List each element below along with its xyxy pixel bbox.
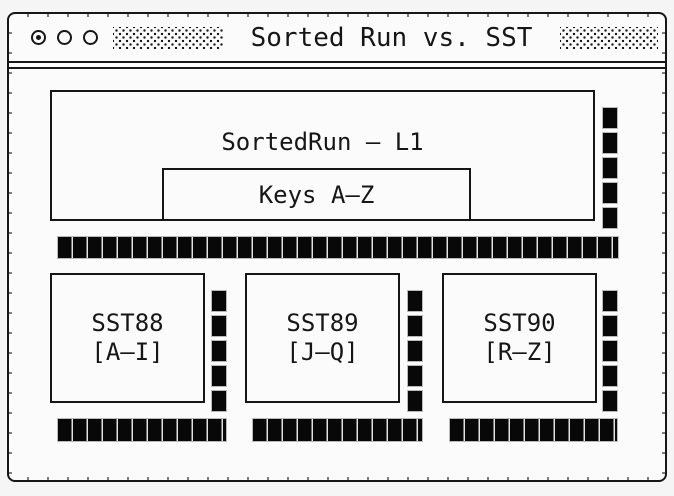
titlebar-dither-texture-left <box>113 27 223 49</box>
sst89-node: SST89 [J–Q] <box>245 273 400 403</box>
sortedrun-shadow-row <box>58 237 618 258</box>
titlebar: Sorted Run vs. SST <box>9 14 665 63</box>
window-control-circle-icon[interactable] <box>83 30 98 45</box>
keys-label: Keys A–Z <box>258 180 375 209</box>
sst90-shadow-row <box>450 419 617 441</box>
sst89-shadow-column <box>408 291 422 411</box>
sst88-range: [A–I] <box>91 338 164 366</box>
window: Sorted Run vs. SST SortedRun – L1 Keys A… <box>7 12 667 482</box>
sst90-shadow-column <box>603 291 617 411</box>
keys-node: Keys A–Z <box>162 168 471 221</box>
sst88-shadow-row <box>58 419 226 441</box>
sst88-node: SST88 [A–I] <box>50 273 205 403</box>
window-controls <box>31 14 98 61</box>
sst90-name: SST90 <box>483 309 556 337</box>
sst88-shadow-column <box>212 291 226 411</box>
titlebar-dither-texture-right <box>560 27 658 49</box>
sst88-name: SST88 <box>91 309 164 337</box>
sortedrun-label: SortedRun – L1 <box>221 128 424 156</box>
circle-dot <box>36 35 41 40</box>
window-control-circle-icon[interactable] <box>57 30 72 45</box>
sst89-name: SST89 <box>286 309 359 337</box>
sst89-range: [J–Q] <box>286 338 359 366</box>
sortedrun-shadow-column <box>603 108 617 228</box>
sst90-range: [R–Z] <box>483 338 556 366</box>
window-title: Sorted Run vs. SST <box>250 22 533 53</box>
sst90-node: SST90 [R–Z] <box>442 273 597 403</box>
window-control-dotted-circle-icon[interactable] <box>31 30 46 45</box>
titlebar-separator-line <box>9 67 665 69</box>
sst89-shadow-row <box>253 419 422 441</box>
